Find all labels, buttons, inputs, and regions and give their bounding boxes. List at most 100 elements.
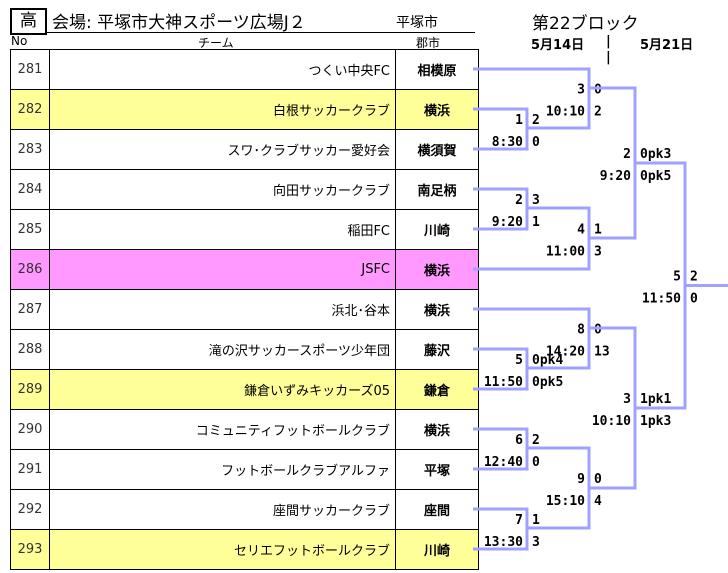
team-name: 鎌倉いずみキッカーズ05 xyxy=(49,369,396,410)
team-city: 座間 xyxy=(395,489,479,530)
date-separator: | xyxy=(606,34,611,49)
team-name: セリエフットボールクラブ xyxy=(49,529,396,570)
team-name: 座間サッカークラブ xyxy=(49,489,396,530)
team-city: 平塚 xyxy=(395,449,479,490)
match-time: 10:10 xyxy=(592,414,631,429)
match-time: 13:30 xyxy=(484,535,523,550)
match-number: 2 xyxy=(515,193,523,208)
score-top: 0 xyxy=(594,323,602,338)
team-number: 286 xyxy=(10,249,50,290)
team-city: 南足柄 xyxy=(395,169,479,210)
score-top: 1 xyxy=(532,513,540,528)
match-time: 10:10 xyxy=(546,105,585,120)
match-time: 9:20 xyxy=(492,215,523,230)
team-city: 川崎 xyxy=(395,529,479,570)
score-top: 2 xyxy=(690,270,698,285)
bracket-line xyxy=(473,307,591,370)
score-bottom: 1pk3 xyxy=(640,414,671,429)
team-number: 290 xyxy=(10,409,50,450)
team-city: 横浜 xyxy=(395,409,479,450)
team-city: 鎌倉 xyxy=(395,369,479,410)
date-separator: | xyxy=(606,50,611,65)
team-number: 288 xyxy=(10,329,50,370)
score-bottom: 0pk5 xyxy=(532,375,563,390)
match-time: 8:30 xyxy=(492,135,523,150)
score-bottom: 1 xyxy=(532,215,540,230)
match-number: 4 xyxy=(577,223,585,238)
team-name: つくい中央FC xyxy=(49,49,396,90)
score-bottom: 0 xyxy=(532,135,540,150)
host-city: 平塚市 xyxy=(396,15,438,31)
match-time: 14:20 xyxy=(546,345,585,360)
score-bottom: 2 xyxy=(594,105,602,120)
team-city: 横須賀 xyxy=(395,129,479,170)
venue-title: 会場: 平塚市大神スポーツ広場J２ xyxy=(52,13,306,33)
team-number: 292 xyxy=(10,489,50,530)
score-top: 2 xyxy=(532,433,540,448)
team-number: 287 xyxy=(10,289,50,330)
block-title: 第22ブロック xyxy=(532,14,639,34)
score-bottom: 3 xyxy=(532,535,540,550)
team-number: 284 xyxy=(10,169,50,210)
grade-badge: 高 xyxy=(10,8,47,35)
match-number: 8 xyxy=(577,323,585,338)
match-number: 5 xyxy=(515,353,523,368)
col-header-city: 郡市 xyxy=(416,36,441,50)
title-underline xyxy=(45,32,475,33)
match-number: 7 xyxy=(515,513,523,528)
score-bottom: 4 xyxy=(594,494,602,509)
match-time: 11:00 xyxy=(546,245,585,260)
team-number: 285 xyxy=(10,209,50,250)
team-name: 向田サッカークラブ xyxy=(49,169,396,210)
team-name: 滝の沢サッカースポーツ少年団 xyxy=(49,329,396,370)
match-number: 6 xyxy=(515,433,523,448)
match-number: 3 xyxy=(577,83,585,98)
score-bottom: 0pk5 xyxy=(640,169,671,184)
bracket-line xyxy=(635,161,687,410)
score-top: 0pk4 xyxy=(532,353,563,368)
match-time: 11:50 xyxy=(642,292,681,307)
match-number: 1 xyxy=(515,113,523,128)
team-number: 283 xyxy=(10,129,50,170)
team-name: JSFC xyxy=(49,249,396,290)
score-top: 0pk3 xyxy=(640,147,671,162)
col-header-no: No xyxy=(11,34,28,48)
score-top: 3 xyxy=(532,193,540,208)
team-city: 横浜 xyxy=(395,249,479,290)
team-name: 白根サッカークラブ xyxy=(49,89,396,130)
score-top: 2 xyxy=(532,113,540,128)
match-time: 15:10 xyxy=(546,494,585,509)
date-round1: 5月14日 xyxy=(531,38,585,53)
col-header-team: チーム xyxy=(198,36,234,50)
score-bottom: 0 xyxy=(690,292,698,307)
score-top: 0 xyxy=(594,472,602,487)
match-number: 5 xyxy=(673,270,681,285)
score-top: 1pk1 xyxy=(640,392,671,407)
match-number: 9 xyxy=(577,472,585,487)
match-number: 2 xyxy=(623,147,631,162)
team-city: 横浜 xyxy=(395,289,479,330)
team-number: 291 xyxy=(10,449,50,490)
team-city: 川崎 xyxy=(395,209,479,250)
score-bottom: 13 xyxy=(594,345,610,360)
score-bottom: 0 xyxy=(532,455,540,470)
date-round2: 5月21日 xyxy=(640,38,694,53)
match-number: 3 xyxy=(623,392,631,407)
score-bottom: 3 xyxy=(594,245,602,260)
match-time: 12:40 xyxy=(484,455,523,470)
